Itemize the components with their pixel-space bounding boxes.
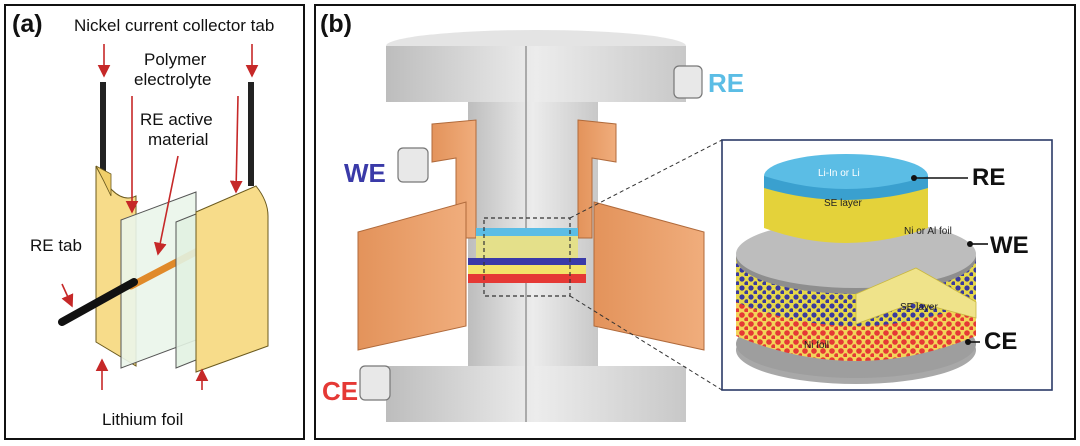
inset-se-layer-label: SE layer: [824, 198, 862, 209]
inset-we-callout: WE: [990, 232, 1029, 259]
re-tab-wire: [58, 278, 138, 326]
re-label: RE: [708, 68, 745, 98]
inset-ni-al-label: Ni or Al foil: [904, 226, 952, 237]
panel-a-label: (a): [12, 10, 43, 38]
we-screw: [397, 147, 429, 183]
we-layer: [468, 258, 586, 265]
inset-re-layer-label: Li-In or Li: [818, 168, 860, 179]
polymer-label-line1: Polymer: [144, 50, 207, 69]
lithium-foil-label: Lithium foil: [102, 410, 184, 429]
zoom-box: [483, 217, 571, 297]
inset-ce-callout: CE: [984, 328, 1018, 355]
re-active-label-line2: material: [148, 130, 209, 149]
panel-b-label: (b): [320, 10, 352, 38]
copper-housing-left: [357, 201, 467, 351]
electrolyte-layer: [468, 265, 586, 274]
re-tab-label: RE tab: [30, 236, 82, 255]
we-label: WE: [344, 158, 386, 188]
inset-se-layer-mid-label: SE layer: [900, 302, 938, 313]
copper-housing-right: [593, 201, 705, 351]
lithium-foil-right: [195, 185, 269, 373]
inset-re-callout: RE: [972, 164, 1006, 191]
se-wedge: [855, 267, 977, 325]
nickel-tab-label: Nickel current collector tab: [74, 16, 275, 35]
left-nickel-tab: [100, 82, 106, 172]
top-plunger-head: [386, 46, 686, 102]
re-layer: [476, 228, 578, 236]
bottom-plunger-head: [386, 366, 686, 422]
right-nickel-tab: [248, 82, 254, 186]
panel-b: (b) RE WE CE Li-In or Li SE layer Ni or …: [314, 4, 1076, 440]
cell-cross-section-diagram: [357, 30, 1053, 422]
ce-screw: [359, 365, 391, 401]
re-active-label-line1: RE active: [140, 110, 213, 129]
ce-layer: [468, 274, 586, 283]
re-screw: [673, 65, 703, 99]
ce-label: CE: [322, 376, 359, 406]
panel-a: (a) Nickel current collector tab Polymer…: [4, 4, 305, 440]
polymer-label-line2: electrolyte: [134, 70, 212, 89]
pouch-cell-diagram: [58, 44, 269, 390]
se-layer: [476, 236, 578, 258]
inset-ni-foil-label: Ni foil: [804, 340, 830, 351]
